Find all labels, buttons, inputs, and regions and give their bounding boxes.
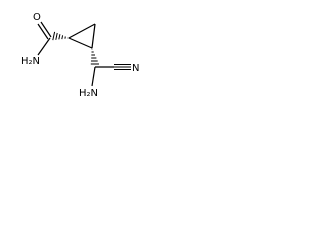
nitrile-nitrogen-label: N	[132, 63, 139, 74]
molecule-canvas: O H₂N H₂N N	[0, 0, 168, 116]
carbonyl-double-bond	[37, 21, 52, 40]
hashed-wedge-bond-c2	[90, 48, 99, 65]
amide-nitrogen-label: H₂N	[21, 56, 40, 67]
nitrile-triple-bond	[114, 63, 131, 71]
molecule-structure: O H₂N H₂N N	[21, 12, 139, 99]
ring-bond-right	[91, 23, 96, 49]
alpha-c-amine-bond	[91, 66, 96, 87]
amine-nitrogen-label: H₂N	[79, 88, 98, 99]
amide-c-n-bond	[37, 37, 51, 56]
carbonyl-oxygen-label: O	[33, 12, 41, 23]
hashed-wedge-bond-c1	[52, 31, 69, 41]
cyclopropane-ring	[68, 23, 96, 49]
ring-bond-left	[68, 37, 93, 49]
ring-bond-top-right	[68, 23, 96, 39]
